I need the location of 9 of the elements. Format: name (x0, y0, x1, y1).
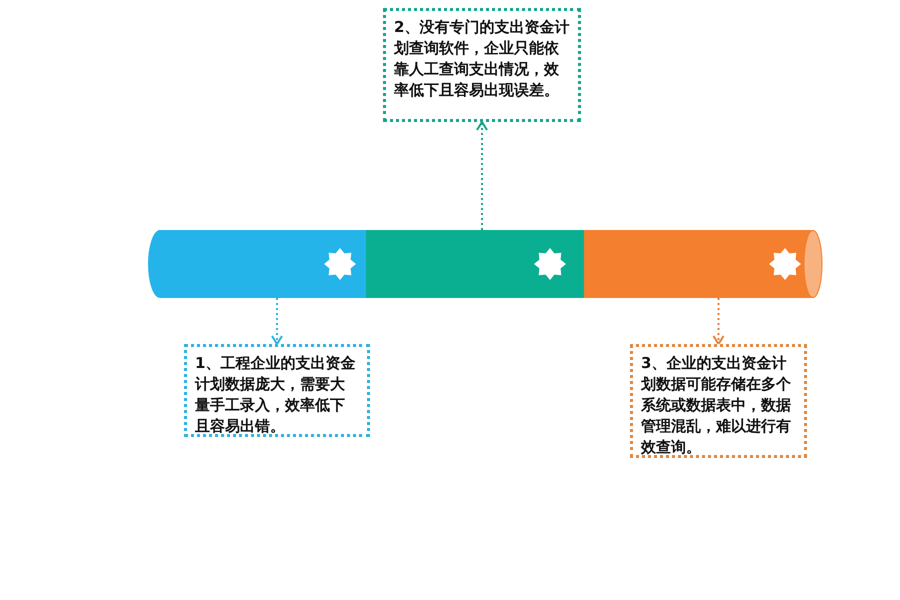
text-box: 2、没有专门的支出资金计划查询软件，企业只能依靠人工查询支出情况，效率低下且容易出现误差。 (383, 8, 581, 122)
pipe-segment (584, 230, 823, 298)
arrow (712, 298, 724, 345)
pipe-segment (366, 230, 584, 298)
text-box: 1、工程企业的支出资金计划数据庞大，需要大量手工录入，效率低下且容易出错。 (184, 344, 370, 437)
pipe-segment (148, 230, 366, 298)
text-box: 3、企业的支出资金计划数据可能存储在多个系统或数据表中，数据管理混乱，难以进行有效查询。 (630, 344, 807, 458)
arrow (476, 121, 488, 230)
arrow (271, 298, 283, 345)
